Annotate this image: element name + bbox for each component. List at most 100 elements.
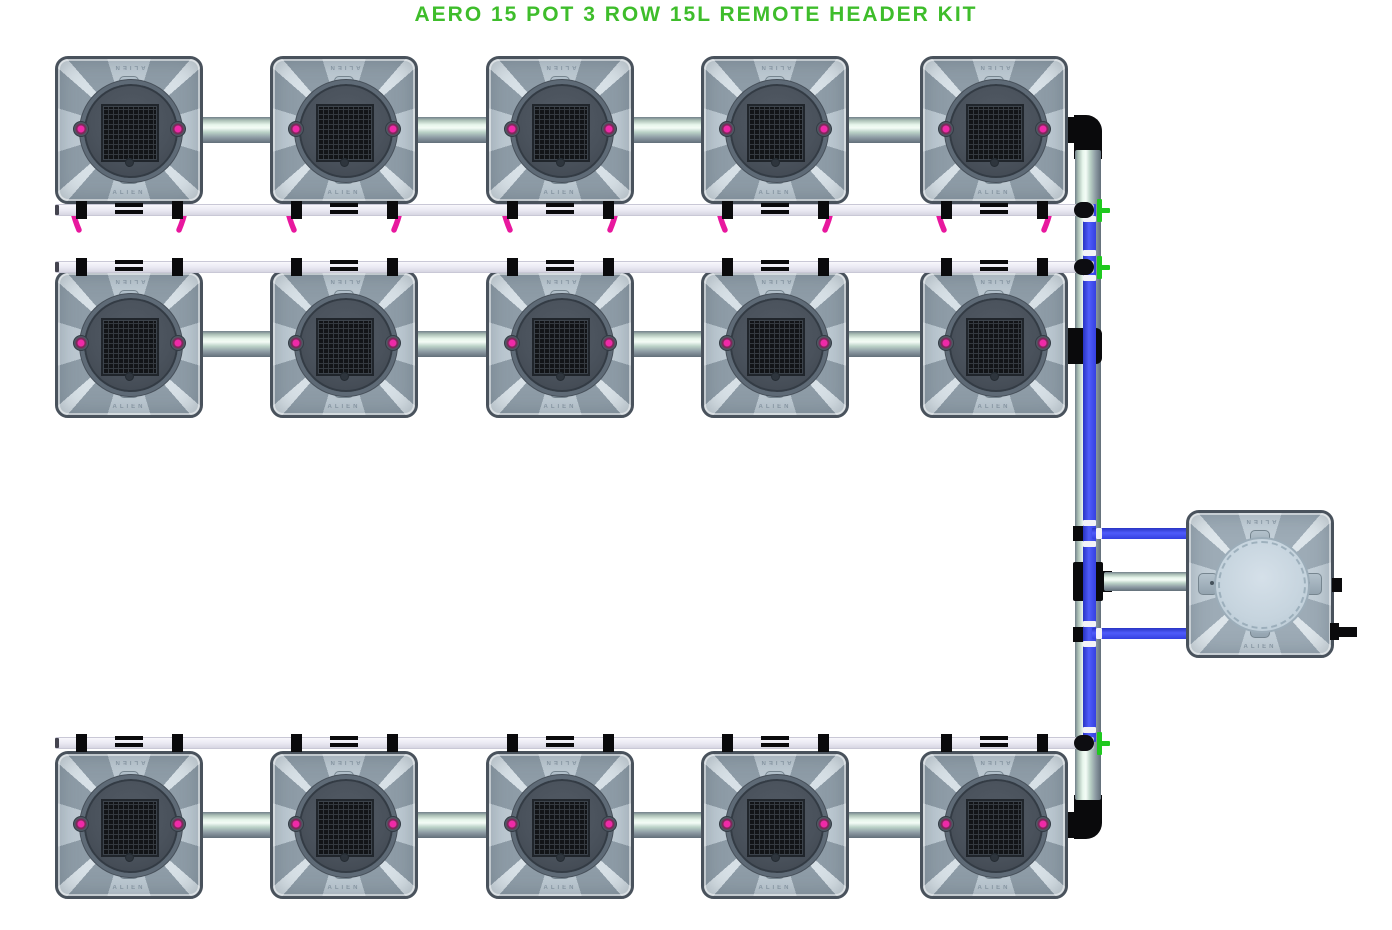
clip-pin-left <box>1210 581 1214 585</box>
tube-fitting-left-row-2-1 <box>76 258 87 276</box>
mesh-basket <box>749 320 803 374</box>
mesh-basket <box>103 320 157 374</box>
pipe-clamp-bar-lower-row-3-4 <box>761 743 789 747</box>
grow-pot-row-3-1: ALIEN ALIEN <box>55 751 203 899</box>
dist-manifold-connector-3 <box>1074 735 1094 751</box>
grow-pot-row-2-2: ALIEN ALIEN <box>270 270 418 418</box>
tube-fitting-left-row-1-3 <box>507 201 518 219</box>
tube-port-right <box>1035 121 1051 137</box>
tube-fitting-right-row-1-2 <box>387 201 398 219</box>
tube-fitting-left-row-2-2 <box>291 258 302 276</box>
tube-fitting-left-row-3-5 <box>941 734 952 752</box>
tube-fitting-right-row-1-4 <box>818 201 829 219</box>
pipe-clamp-bar-upper-row-1-1 <box>115 203 143 207</box>
dist-manifold-connector-1 <box>1074 202 1094 218</box>
tube-port-right <box>385 121 401 137</box>
rail-pipe-row-2 <box>628 331 707 357</box>
tube-port-right <box>170 335 186 351</box>
tube-fitting-left-row-3-3 <box>507 734 518 752</box>
tube-fitting-left-row-1-4 <box>722 201 733 219</box>
dist-pipe-cap-row-3 <box>55 738 59 748</box>
grow-pot-row-2-3: ALIEN ALIEN <box>486 270 634 418</box>
tube-fitting-right-row-1-3 <box>603 201 614 219</box>
tube-port-left <box>938 121 954 137</box>
lid-plug <box>125 158 134 167</box>
blue-pipe-collar-5 <box>1083 541 1096 547</box>
tube-fitting-right-row-2-4 <box>818 258 829 276</box>
brand-text-bottom: ALIEN <box>543 190 577 196</box>
tube-port-right <box>385 335 401 351</box>
pipe-clamp-bar-upper-row-1-3 <box>546 203 574 207</box>
tube-fitting-right-row-3-2 <box>387 734 398 752</box>
pipe-clamp-bar-upper-row-1-2 <box>330 203 358 207</box>
manifold-blue-pipe <box>1083 204 1096 742</box>
brand-text-bottom: ALIEN <box>112 885 146 891</box>
tube-port-left <box>719 816 735 832</box>
tube-port-left <box>73 121 89 137</box>
pipe-clamp-bar-lower-row-1-4 <box>761 210 789 214</box>
pipe-clamp-bar-lower-row-2-1 <box>115 267 143 271</box>
pipe-clamp-bar-lower-row-1-5 <box>980 210 1008 214</box>
tube-port-left <box>288 335 304 351</box>
dist-pipe-cap-row-1 <box>55 205 59 215</box>
brand-text-bottom: ALIEN <box>758 190 792 196</box>
tube-port-left <box>938 816 954 832</box>
header-blue-collar-lower <box>1096 628 1102 639</box>
rail-pipe-row-3 <box>843 812 926 838</box>
lid-plug <box>990 158 999 167</box>
pipe-clamp-bar-lower-row-2-3 <box>546 267 574 271</box>
mesh-basket <box>968 801 1022 855</box>
tube-fitting-right-row-3-4 <box>818 734 829 752</box>
mesh-basket <box>749 106 803 160</box>
kit-title: AERO 15 POT 3 ROW 15L REMOTE HEADER KIT <box>414 3 978 26</box>
brand-text-bottom: ALIEN <box>327 190 361 196</box>
mesh-basket <box>749 801 803 855</box>
header-blue-collar-upper <box>1096 528 1102 539</box>
mesh-basket <box>103 801 157 855</box>
blue-pipe-collar-6 <box>1083 621 1096 627</box>
rail-pipe-row-3 <box>628 812 707 838</box>
lid-plug <box>771 158 780 167</box>
rail-pipe-row-3 <box>412 812 492 838</box>
grow-pot-row-1-1: ALIEN ALIEN <box>55 56 203 233</box>
lid-plug <box>990 372 999 381</box>
dist-pipe-row-3 <box>55 737 1094 749</box>
tube-port-left <box>504 121 520 137</box>
mesh-basket <box>968 320 1022 374</box>
green-valve-stem-1 <box>1097 199 1102 222</box>
green-valve-arm-2 <box>1100 265 1110 270</box>
tube-fitting-left-row-3-4 <box>722 734 733 752</box>
pipe-clamp-bar-upper-row-2-3 <box>546 260 574 264</box>
dist-pipe-cap-row-2 <box>55 262 59 272</box>
green-valve-stem-3 <box>1097 732 1102 755</box>
lid-plug <box>556 853 565 862</box>
rail-pipe-row-2 <box>412 331 492 357</box>
lid-plug <box>125 853 134 862</box>
tube-port-right <box>601 121 617 137</box>
remote-header-unit: ALIEN ALIEN <box>1186 510 1334 658</box>
brand-text-bottom: ALIEN <box>977 885 1011 891</box>
grow-pot-row-2-1: ALIEN ALIEN <box>55 270 203 418</box>
tube-port-left <box>719 335 735 351</box>
pipe-clamp-bar-upper-row-3-5 <box>980 736 1008 740</box>
rail-pipe-row-2 <box>843 331 926 357</box>
brand-text-bottom: ALIEN <box>112 190 146 196</box>
brand-text-bottom: ALIEN <box>977 404 1011 410</box>
grow-pot-row-3-4: ALIEN ALIEN <box>701 751 849 899</box>
blue-pipe-collar-1 <box>1083 216 1096 222</box>
tube-port-left <box>288 816 304 832</box>
tube-fitting-right-row-3-1 <box>172 734 183 752</box>
green-valve-arm-3 <box>1100 741 1110 746</box>
mesh-basket <box>534 801 588 855</box>
header-blue-pipe-lower <box>1092 628 1190 639</box>
header-drain-valve-handle <box>1338 627 1357 637</box>
grow-pot-row-1-4: ALIEN ALIEN <box>701 56 849 233</box>
tube-port-right <box>601 816 617 832</box>
blue-pipe-collar-8 <box>1083 727 1096 733</box>
tube-port-left <box>73 335 89 351</box>
brand-text-bottom: ALIEN <box>327 885 361 891</box>
tube-fitting-left-row-2-4 <box>722 258 733 276</box>
tube-port-right <box>170 816 186 832</box>
tube-fitting-left-row-3-2 <box>291 734 302 752</box>
